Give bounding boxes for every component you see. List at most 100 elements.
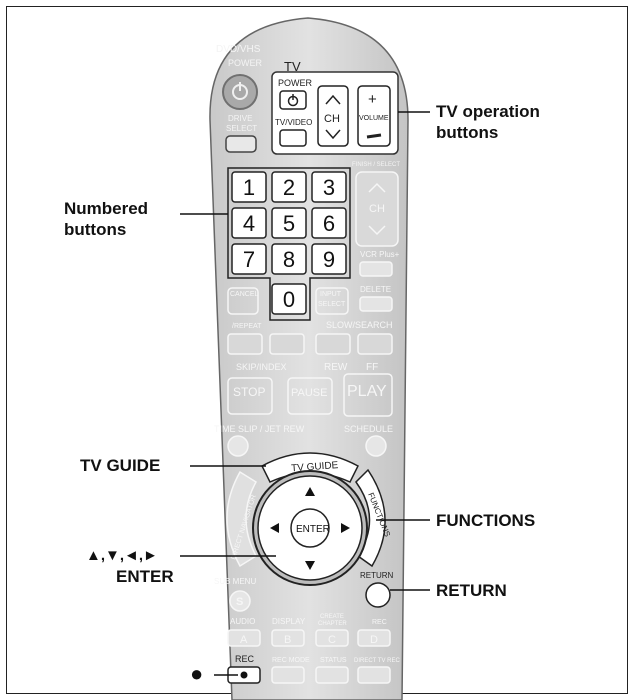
number-label-5: 5 (283, 211, 295, 236)
number-button-1[interactable] (231, 171, 267, 203)
callout-functions: FUNCTIONS (436, 511, 536, 530)
sub-menu-label: SUB MENU (214, 577, 256, 586)
cancel-button[interactable] (227, 287, 259, 315)
number-label-1: 1 (243, 175, 255, 200)
direct-navigator-button[interactable] (226, 470, 258, 568)
number-label-9: 9 (323, 247, 335, 272)
time-slip-button[interactable] (227, 435, 249, 457)
status-button[interactable] (315, 666, 349, 684)
number-button-3[interactable] (311, 171, 347, 203)
number-label-7: 7 (243, 247, 255, 272)
callout-enter: ENTER (116, 567, 174, 586)
callout-return: RETURN (436, 581, 507, 600)
delete-label: DELETE (360, 285, 391, 294)
input-select-label-1: INPUT (320, 291, 342, 298)
rec-mode-label: REC MODE (272, 657, 310, 664)
number-label-4: 4 (243, 211, 255, 236)
rec-mode-button[interactable] (271, 666, 305, 684)
play-button[interactable] (343, 373, 393, 417)
vcr-plus-label: VCR Plus+ (360, 250, 400, 259)
tv-video-button[interactable] (279, 129, 307, 147)
color-button-a[interactable] (227, 629, 261, 647)
dvd-vhs-heading: DVD/VHS (216, 44, 261, 55)
number-label-6: 6 (323, 211, 335, 236)
number-button-5[interactable] (271, 207, 307, 239)
display-label: DISPLAY (272, 617, 306, 626)
enter-button-label: ENTER (296, 524, 330, 535)
pause-label: PAUSE (291, 387, 327, 399)
sub-menu-glyph: S (236, 596, 243, 608)
callout-tv-guide: TV GUIDE (80, 456, 161, 475)
tv-volume-label: VOLUME (359, 115, 389, 122)
color-button-b[interactable] (271, 629, 305, 647)
dvd-vhs-power-label: POWER (228, 58, 263, 68)
transport-button-2[interactable] (269, 333, 305, 355)
number-button-0[interactable] (271, 283, 307, 315)
number-button-6[interactable] (311, 207, 347, 239)
number-button-4[interactable] (231, 207, 267, 239)
arrow-down-icon (305, 561, 315, 570)
volume-plus-icon: + (368, 91, 377, 108)
stop-button[interactable] (227, 377, 273, 415)
return-button[interactable] (365, 582, 391, 608)
ch-up-icon (325, 94, 341, 105)
dvd-vhs-power-button[interactable] (222, 74, 258, 110)
transport-button-1[interactable] (227, 333, 263, 355)
vcr-plus-button[interactable] (359, 261, 393, 277)
schedule-label: SCHEDULE (344, 424, 393, 434)
callout-tv-operation-line1: TV operation (436, 102, 540, 121)
arrow-left-icon (270, 523, 279, 533)
stop-label: STOP (233, 385, 265, 399)
number-label-8: 8 (283, 247, 295, 272)
rew-label: REW (324, 362, 348, 373)
ff-label: FF (366, 362, 378, 373)
return-button-label: RETURN (360, 571, 394, 580)
right-ch-down-icon (368, 225, 386, 236)
color-letter-a: A (240, 634, 248, 646)
right-ch-up-icon (368, 182, 386, 193)
number-button-7[interactable] (231, 243, 267, 275)
tv-heading: TV (284, 59, 301, 74)
tv-volume-rocker[interactable] (357, 85, 391, 147)
right-ch-heading: FINISH / SELECT (352, 162, 400, 168)
cancel-label: CANCEL (230, 291, 259, 298)
skip-index-label: SKIP/INDEX (236, 362, 287, 372)
tv-ch-rocker[interactable] (317, 85, 349, 147)
number-label-3: 3 (323, 175, 335, 200)
color-button-c[interactable] (315, 629, 349, 647)
audio-label: AUDIO (230, 617, 255, 626)
rec-label: REC (235, 654, 255, 664)
number-button-8[interactable] (271, 243, 307, 275)
delete-button[interactable] (359, 296, 393, 312)
functions-button[interactable] (355, 468, 386, 568)
volume-minus-icon (366, 133, 382, 139)
color-letter-c: C (328, 634, 336, 646)
play-label: PLAY (347, 383, 387, 400)
number-button-2[interactable] (271, 171, 307, 203)
drive-select-label-1: DRIVE (228, 114, 252, 123)
arrow-up-icon (305, 487, 315, 496)
rec-upper-label: REC (372, 619, 387, 626)
direct-tv-rec-label: DIRECT TV REC (354, 658, 400, 664)
create-chapter-label-2: CHAPTER (318, 621, 347, 627)
right-ch-label: CH (369, 203, 385, 215)
number-button-9[interactable] (311, 243, 347, 275)
drive-select-button[interactable] (225, 135, 257, 153)
number-label-0: 0 (283, 287, 295, 312)
input-select-button[interactable] (315, 287, 349, 315)
color-button-d[interactable] (357, 629, 391, 647)
transport-button-3[interactable] (315, 333, 351, 355)
direct-tv-rec-button[interactable] (357, 666, 391, 684)
rec-dot-icon (240, 671, 248, 679)
sub-menu-button[interactable] (229, 590, 251, 612)
arrow-right-icon (341, 523, 350, 533)
enter-button[interactable] (290, 508, 330, 548)
right-ch-rocker[interactable] (355, 171, 399, 247)
status-label: STATUS (320, 657, 347, 664)
pause-button[interactable] (287, 377, 333, 415)
schedule-button[interactable] (365, 435, 387, 457)
transport-button-4[interactable] (357, 333, 393, 355)
tv-ch-label: CH (324, 113, 340, 125)
